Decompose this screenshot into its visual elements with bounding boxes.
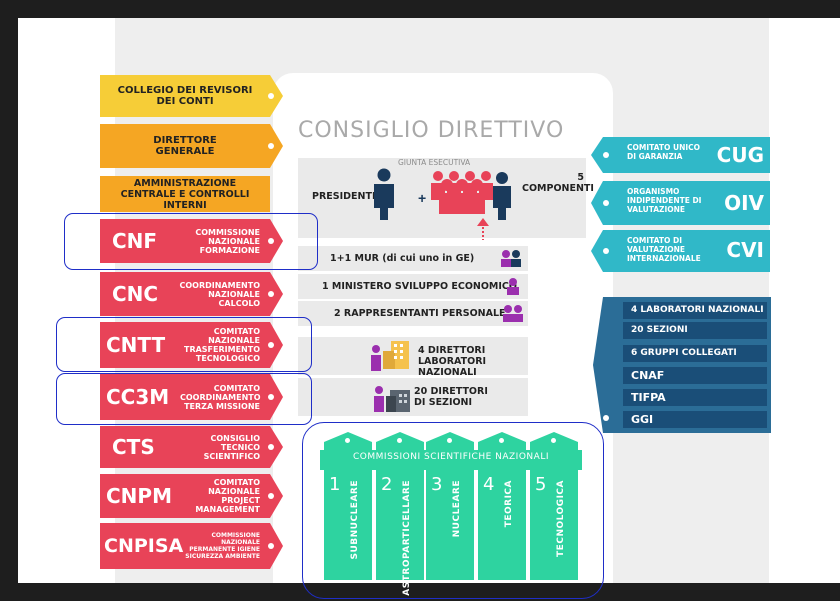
right-box-abbr: CUG: [716, 143, 764, 167]
page-title: CONSIGLIO DIRETTIVO: [298, 118, 565, 143]
group-icon: [427, 170, 499, 219]
componenti-label: 5 COMPONENTI: [522, 172, 594, 194]
building-icon: [383, 341, 409, 369]
member-row-label: 4 DIRETTORI LABORATORI NAZIONALI: [418, 345, 487, 378]
structure-item: CNAF: [623, 367, 767, 384]
right-box-oiv: ORGANISMO INDIPENDENTE DI VALUTAZIONE OI…: [591, 181, 770, 225]
right-box-desc: ORGANISMO INDIPENDENTE DI VALUTAZIONE: [627, 187, 702, 214]
member-row-label: 20 DIRETTORI DI SEZIONI: [414, 386, 488, 408]
amministrazione-box: AMMINISTRAZIONE CENTRALE E CONTROLLI INT…: [100, 176, 270, 212]
committee-cnc: CNC COORDINAMENTO NAZIONALE CALCOLO: [100, 272, 283, 316]
committee-cnf: CNF COMMISSIONE NAZIONALE FORMAZIONE: [100, 219, 283, 263]
highlight-commissions: [302, 422, 604, 599]
committee-cnpisa: CNPISA COMMISSIONE NAZIONALE PERMANENTE …: [100, 523, 283, 569]
box-arrow: [591, 137, 603, 173]
committee-abbr: CC3M: [106, 385, 170, 409]
committee-cc3m: CC3M COMITATO COORDINAMENTO TERZA MISSIO…: [100, 374, 283, 420]
structures-box: [603, 297, 771, 433]
presidente-label: PRESIDENTE: [312, 191, 379, 202]
member-row-label: 1 MINISTERO SVILUPPO ECONOMICO: [322, 281, 517, 292]
person-icon: [372, 168, 396, 225]
right-box-desc: COMITATO DI VALUTAZIONE INTERNAZIONALE: [627, 236, 701, 263]
connector-dot: [603, 415, 609, 421]
commission-number: 3: [431, 474, 443, 495]
connector-dot: [268, 238, 274, 244]
giunta-label: GIUNTA ESECUTIVA: [398, 158, 471, 167]
member-row: 1+1 MUR (di cui uno in GE): [298, 246, 528, 271]
committee-cts: CTS CONSIGLIO TECNICO SCIENTIFICO: [100, 426, 283, 468]
member-row: 2 RAPPRESENTANTI PERSONALE: [298, 301, 528, 326]
person-icon: [491, 172, 513, 225]
structure-item: 6 GRUPPI COLLEGATI: [623, 345, 767, 362]
member-row-label: 1+1 MUR (di cui uno in GE): [330, 253, 475, 264]
structure-item: GGI: [623, 411, 767, 428]
member-row: 20 DIRETTORI DI SEZIONI: [298, 378, 528, 416]
commission-number: 5: [535, 474, 547, 495]
committee-desc: COMITATO NAZIONALE PROJECT MANAGEMENT: [195, 478, 260, 514]
structure-item: TIFPA: [623, 389, 767, 406]
connector-dot: [268, 493, 274, 499]
structure-item: 20 SEZIONI: [623, 322, 767, 339]
connector-dot: [603, 152, 609, 158]
group-icon: [503, 305, 523, 322]
committee-desc: CONSIGLIO TECNICO SCIENTIFICO: [203, 433, 260, 461]
up-arrow-icon: [476, 218, 490, 245]
amministrazione-label: AMMINISTRAZIONE CENTRALE E CONTROLLI INT…: [120, 177, 250, 211]
person-icon: [374, 386, 384, 412]
group-icon: [501, 250, 521, 267]
committee-abbr: CTS: [112, 435, 155, 459]
connector-dot: [268, 444, 274, 450]
connector-dot: [603, 200, 609, 206]
connector-dot: [268, 394, 274, 400]
box-arrow: [591, 181, 603, 225]
structure-item: 4 LABORATORI NAZIONALI: [623, 302, 767, 319]
committee-abbr: CNTT: [106, 333, 166, 357]
connector-dot: [268, 342, 274, 348]
right-box-cug: COMITATO UNICO DI GARANZIA CUG: [591, 137, 770, 173]
building-icon: [386, 390, 410, 412]
right-box-abbr: CVI: [726, 238, 764, 262]
commissions-title: COMMISSIONI SCIENTIFICHE NAZIONALI: [320, 450, 582, 470]
member-row: 1 MINISTERO SVILUPPO ECONOMICO: [298, 274, 528, 299]
highlight-cnf: [64, 213, 318, 270]
commission-number: 4: [483, 474, 495, 495]
member-row-label: 2 RAPPRESENTANTI PERSONALE: [334, 308, 506, 319]
committee-abbr: CNPISA: [104, 535, 184, 557]
committee-desc: COMITATO COORDINAMENTO TERZA MISSIONE: [180, 383, 261, 411]
committee-desc: COMMISSIONE NAZIONALE PERMANENTE IGIENE …: [185, 532, 260, 560]
member-row: 4 DIRETTORI LABORATORI NAZIONALI: [298, 337, 528, 378]
committee-abbr: CNC: [112, 282, 159, 306]
committee-cnpm: CNPM COMITATO NAZIONALE PROJECT MANAGEME…: [100, 474, 283, 518]
highlight-cc3m: [56, 373, 312, 425]
connector-dot: [268, 543, 274, 549]
commission-number: 1: [329, 474, 341, 495]
committee-desc: COMITATO NAZIONALE TRASFERIMENTO TECNOLO…: [183, 327, 260, 363]
direttore-label: DIRETTORE GENERALE: [153, 135, 217, 157]
right-box-desc: COMITATO UNICO DI GARANZIA: [627, 143, 701, 161]
highlight-cntt: [56, 317, 312, 372]
connector-dot: [603, 248, 609, 254]
committee-abbr: CNPM: [106, 484, 172, 508]
right-box-cvi: COMITATO DI VALUTAZIONE INTERNAZIONALE C…: [591, 230, 770, 272]
commission-number: 2: [381, 474, 393, 495]
direttore-box: DIRETTORE GENERALE: [100, 124, 283, 168]
committee-cntt: CNTT COMITATO NAZIONALE TRASFERIMENTO TE…: [100, 322, 283, 368]
committee-desc: COORDINAMENTO NAZIONALE CALCOLO: [179, 280, 260, 308]
connector-dot: [268, 143, 274, 149]
committee-abbr: CNF: [112, 229, 158, 253]
collegio-label: COLLEGIO DEI REVISORI DEI CONTI: [117, 85, 253, 107]
committee-desc: COMMISSIONE NAZIONALE FORMAZIONE: [195, 227, 260, 255]
connector-dot: [268, 291, 274, 297]
plus-icon: +: [418, 190, 427, 206]
person-icon: [507, 278, 519, 295]
connector-dot: [268, 93, 274, 99]
right-box-abbr: OIV: [724, 191, 764, 215]
person-icon: [371, 345, 381, 371]
box-arrow: [591, 230, 603, 272]
collegio-box: COLLEGIO DEI REVISORI DEI CONTI: [100, 75, 283, 117]
box-arrow: [593, 297, 603, 433]
